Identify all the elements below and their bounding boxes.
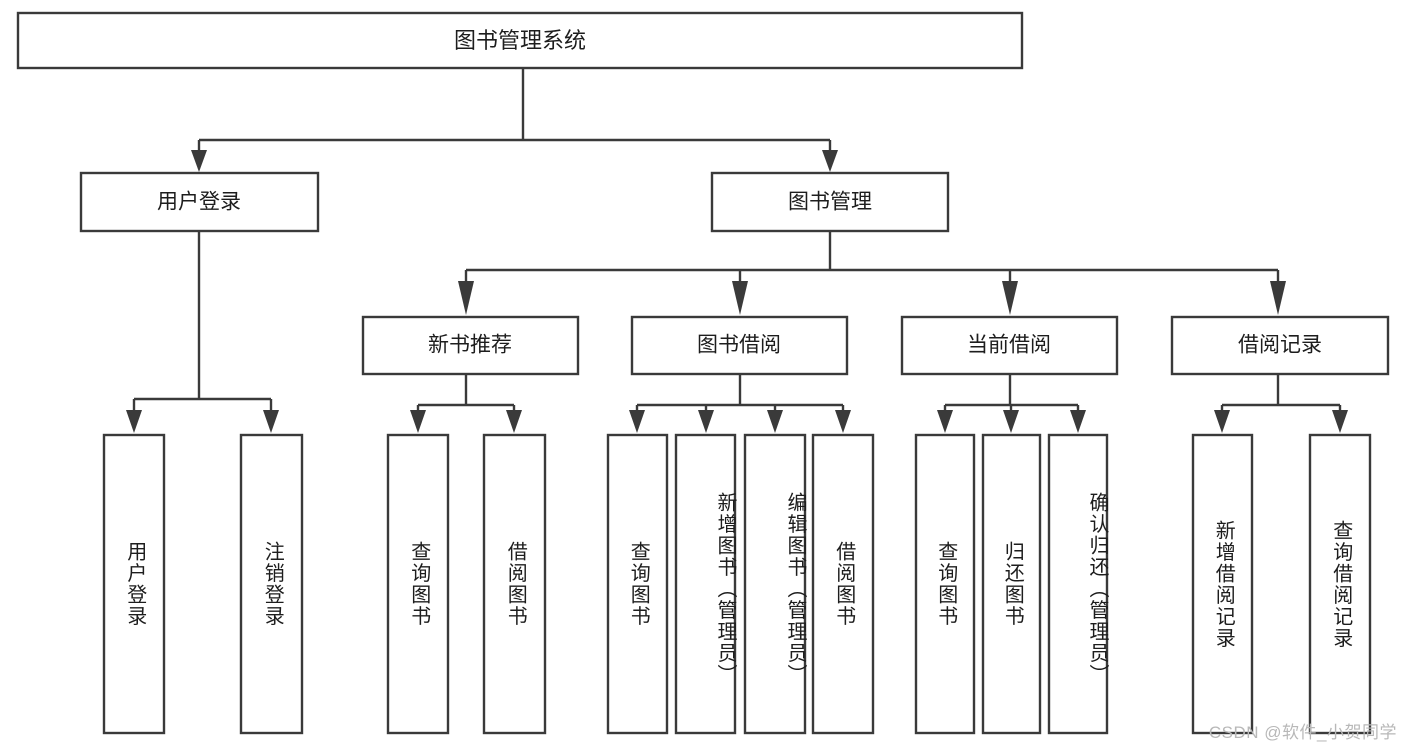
node-leaf-borrow-book-2-box[interactable]	[811, 433, 875, 735]
arrow-head-leaf-query-book-2	[629, 410, 645, 433]
arrow-head-leaf-add-book	[698, 410, 714, 433]
watermark-text: CSDN @软件_小贺同学	[1208, 723, 1397, 742]
arrow-head-leaf-query-record	[1332, 410, 1348, 433]
connector-layer	[126, 68, 1348, 433]
arrow-head-leaf-user-logout	[263, 410, 279, 433]
node-borrow-record-label: 借阅记录	[1238, 334, 1322, 357]
node-borrow-record-box[interactable]	[1170, 315, 1390, 376]
node-new-book-recommend-label: 新书推荐	[428, 334, 512, 357]
node-book-borrow-label: 图书借阅	[697, 334, 781, 357]
arrow-head-leaf-borrow-book-2	[835, 410, 851, 433]
node-leaf-add-book-box[interactable]	[674, 433, 737, 735]
arrow-head-borrow-record	[1270, 281, 1286, 315]
node-current-borrow-box[interactable]	[900, 315, 1119, 376]
arrow-head-book-manage	[822, 150, 838, 172]
arrow-head-leaf-edit-book	[767, 410, 783, 433]
arrow-head-user-login	[191, 150, 207, 172]
node-leaf-confirm-return-box[interactable]	[1047, 433, 1109, 735]
node-leaf-query-book-3-box[interactable]	[914, 433, 976, 735]
arrow-head-current-borrow	[1002, 281, 1018, 315]
node-leaf-borrow-book-1-box[interactable]	[482, 433, 547, 735]
node-book-manage-label: 图书管理	[788, 191, 872, 214]
node-leaf-query-record-box[interactable]	[1308, 433, 1372, 735]
arrow-head-leaf-borrow-book-1	[506, 410, 522, 433]
node-layer: 图书管理系统 用户登录 图书管理 新书推荐 图书借阅 当前借阅 借阅记录	[16, 11, 1390, 735]
arrow-head-book-borrow	[732, 281, 748, 315]
node-leaf-query-book-2-box[interactable]	[606, 433, 669, 735]
node-current-borrow-label: 当前借阅	[967, 334, 1051, 357]
node-leaf-add-record-box[interactable]	[1191, 433, 1254, 735]
node-book-borrow-box[interactable]	[630, 315, 849, 376]
node-new-book-recommend-box[interactable]	[361, 315, 580, 376]
node-leaf-return-book-box[interactable]	[981, 433, 1042, 735]
arrow-head-leaf-query-book-3	[937, 410, 953, 433]
node-root-box[interactable]	[16, 11, 1024, 70]
arrow-head-leaf-query-book-1	[410, 410, 426, 433]
node-leaf-user-login-box[interactable]	[102, 433, 166, 735]
node-book-manage-box[interactable]	[710, 171, 950, 233]
arrow-head-leaf-return-book	[1003, 410, 1019, 433]
node-user-login-box[interactable]	[79, 171, 320, 233]
node-leaf-query-book-1-box[interactable]	[386, 433, 450, 735]
node-leaf-user-logout-box[interactable]	[239, 433, 304, 735]
node-user-login-label: 用户登录	[157, 191, 241, 214]
arrow-head-leaf-confirm-return	[1070, 410, 1086, 433]
arrow-head-new-book-recommend	[458, 281, 474, 315]
node-root-label: 图书管理系统	[454, 28, 586, 53]
arrow-head-leaf-user-login	[126, 410, 142, 433]
arrow-head-leaf-add-record	[1214, 410, 1230, 433]
node-leaf-edit-book-box[interactable]	[743, 433, 807, 735]
